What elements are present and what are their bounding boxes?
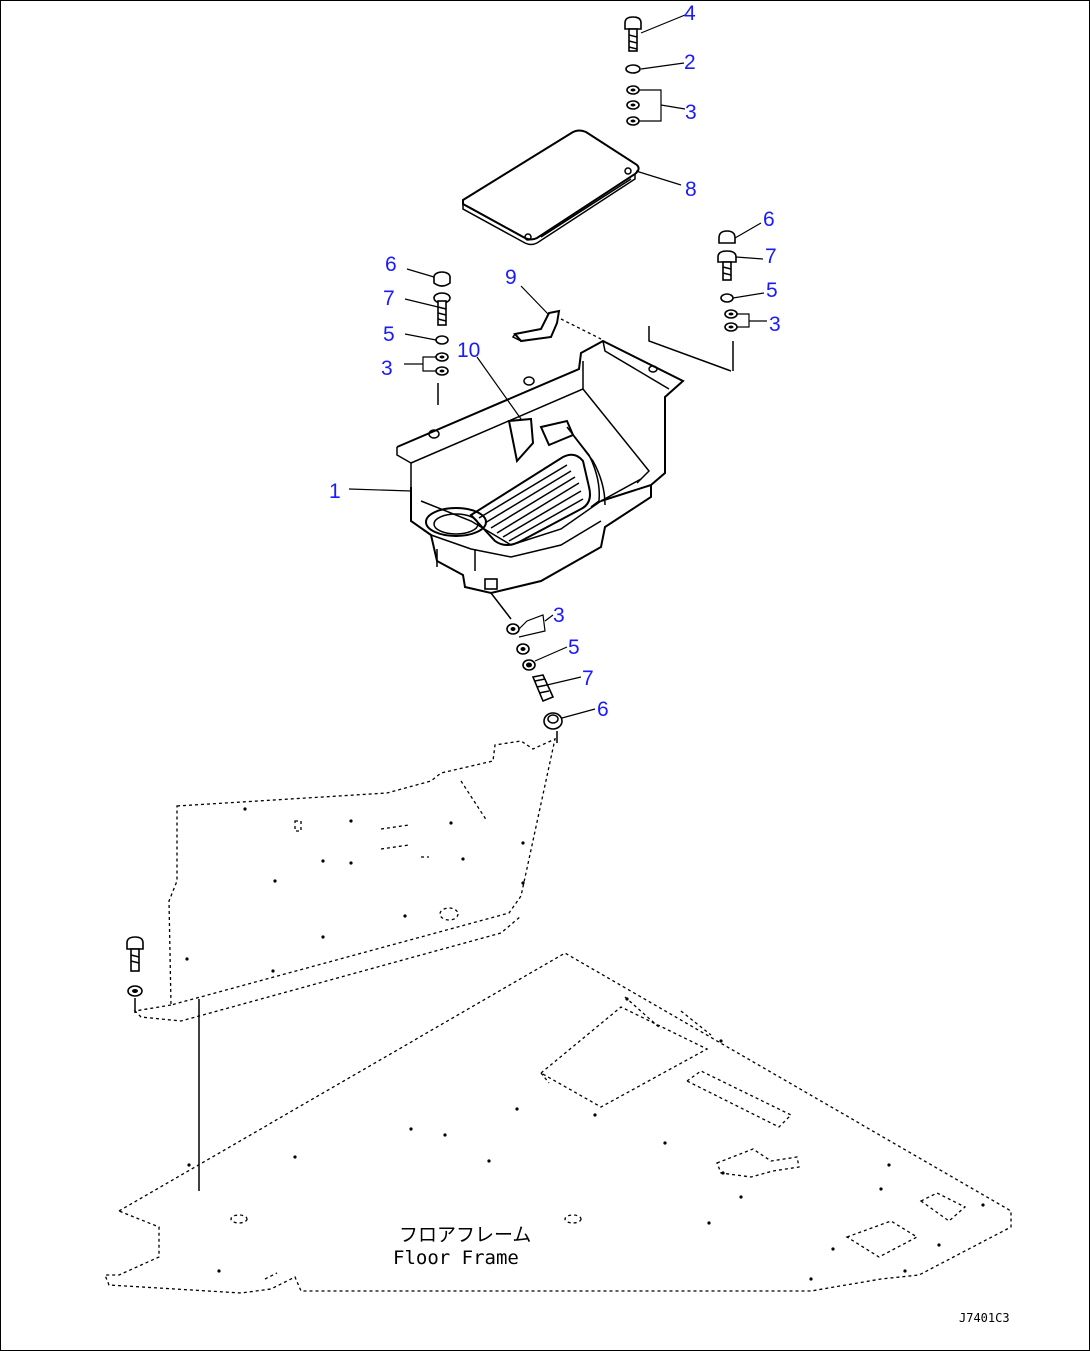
bolt-7-bottom (531, 674, 555, 703)
callout-1: 1 (329, 480, 341, 503)
bracket-9 (511, 309, 561, 343)
drawing-number: J7401C3 (959, 1311, 1010, 1325)
bolt-4-top (624, 16, 642, 52)
callout-9: 9 (505, 266, 517, 289)
callout-6-right: 6 (763, 208, 775, 231)
washer-2-top (625, 64, 641, 74)
callout-5-right: 5 (766, 279, 778, 302)
cap-6-bottom (543, 712, 563, 730)
nut-3-bottom (506, 623, 530, 655)
cap-6-left (433, 271, 451, 287)
callout-7-left: 7 (383, 287, 395, 310)
callout-5-bottom: 5 (568, 636, 580, 659)
callout-3-bottom: 3 (553, 604, 565, 627)
nut-stack-3-top (626, 85, 640, 126)
callout-7-bottom: 7 (582, 667, 594, 690)
callout-3-left: 3 (381, 357, 393, 380)
callout-10: 10 (457, 339, 480, 362)
cap-6-right (718, 230, 736, 244)
callout-7-right: 7 (765, 245, 777, 268)
callout-2-top: 2 (684, 51, 696, 74)
nut-3-left (435, 352, 449, 376)
cover-plate-8 (462, 129, 640, 246)
washer-5-left (435, 335, 449, 345)
floor-frame-outline (104, 952, 1012, 1294)
floor-frame-label-en: Floor Frame (393, 1247, 519, 1269)
washer-5-right (720, 293, 734, 303)
callout-4-top: 4 (684, 2, 696, 25)
panel-bolt (126, 936, 144, 997)
bolt-7-left (433, 292, 451, 326)
callout-8: 8 (685, 178, 697, 201)
callout-5-left: 5 (383, 323, 395, 346)
bolt-7-right (717, 250, 737, 281)
floor-frame-label-jp: フロアフレーム (399, 1224, 531, 1246)
callout-3-right: 3 (769, 313, 781, 336)
callout-6-left: 6 (385, 253, 397, 276)
callout-6-bottom: 6 (597, 698, 609, 721)
side-panel-outline (133, 737, 556, 1022)
callout-3-top: 3 (685, 101, 697, 124)
nut-3-right (724, 309, 738, 332)
storage-tray-1 (396, 339, 685, 595)
